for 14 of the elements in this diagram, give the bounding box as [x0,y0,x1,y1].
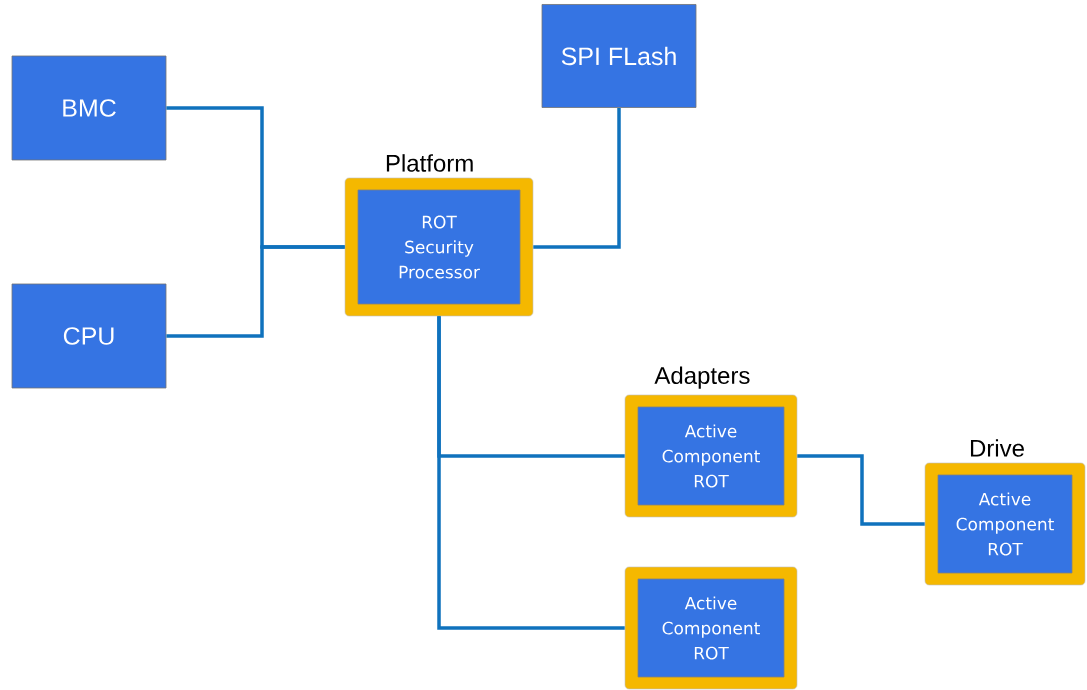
connector-line [533,107,621,249]
box-heading: Drive [971,439,1024,457]
box-heading: Adapters [654,366,750,389]
processor-box: Active Component ROT [624,394,798,518]
process-box: CPU [11,283,167,389]
connector-line [166,245,345,338]
process-box: SPI FLash [541,4,697,108]
connector-line [797,454,925,526]
process-box: BMC [11,55,167,161]
processor-box: ROT Security Processor [344,177,534,317]
processor-box: Active Component ROT [924,462,1086,586]
box-heading: Platform [386,154,473,172]
processor-box: Active Component ROT [624,566,798,690]
connector-line [437,316,625,630]
